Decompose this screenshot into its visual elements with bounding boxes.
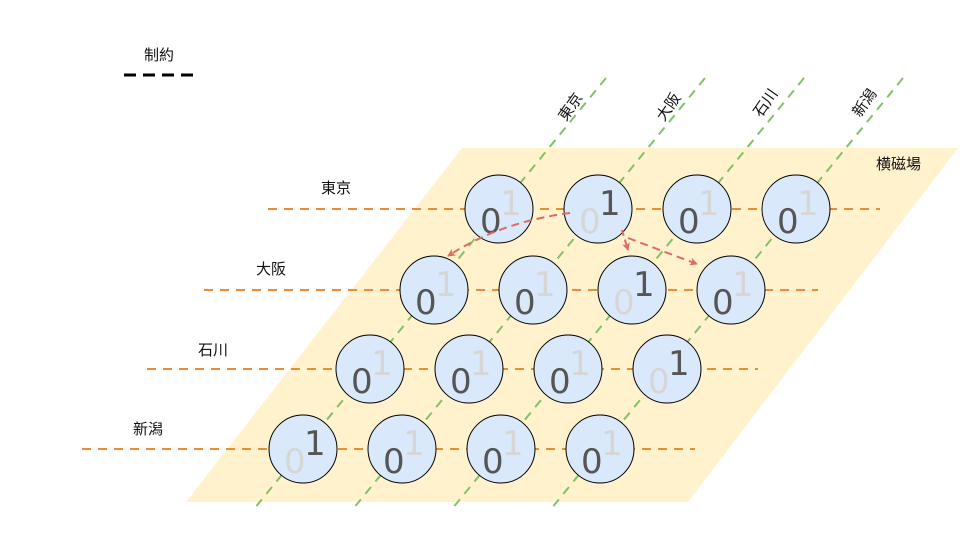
qubit-circle bbox=[662, 174, 732, 244]
qubit-node: 01 bbox=[597, 255, 667, 325]
column-label-3: 新潟 bbox=[849, 85, 881, 120]
digit-one: 1 bbox=[698, 184, 720, 224]
row-label-0: 東京 bbox=[321, 179, 351, 197]
qubit-circle bbox=[632, 334, 702, 404]
qubit-circle bbox=[565, 414, 635, 484]
transverse-field-area bbox=[186, 148, 958, 502]
qubit-node: 01 bbox=[464, 174, 534, 244]
qubit-node: 01 bbox=[565, 414, 635, 484]
constraint-arrow-to-osaka-ishikawa bbox=[621, 229, 630, 251]
legend-label: 制約 bbox=[144, 46, 174, 64]
digit-zero: 0 bbox=[514, 283, 536, 323]
qubit-circle bbox=[696, 255, 766, 325]
digit-one: 1 bbox=[403, 424, 425, 464]
digit-one: 1 bbox=[668, 344, 690, 384]
digit-zero: 0 bbox=[482, 442, 504, 482]
digit-zero: 0 bbox=[480, 202, 502, 242]
constraint-arrows bbox=[447, 212, 698, 266]
qubit-circle bbox=[533, 334, 603, 404]
digit-one: 1 bbox=[732, 265, 754, 305]
qubit-node: 01 bbox=[563, 174, 633, 244]
digit-zero: 0 bbox=[284, 442, 306, 482]
qubit-node: 01 bbox=[761, 174, 831, 244]
row-label-1: 大阪 bbox=[256, 260, 286, 278]
qubit-circle bbox=[498, 255, 568, 325]
qubit-node: 01 bbox=[335, 334, 405, 404]
digit-zero: 0 bbox=[581, 442, 603, 482]
qubit-node: 01 bbox=[696, 255, 766, 325]
digit-one: 1 bbox=[601, 424, 623, 464]
qubit-circle bbox=[563, 174, 633, 244]
qubit-circle bbox=[464, 174, 534, 244]
digit-zero: 0 bbox=[415, 283, 437, 323]
qubit-node: 01 bbox=[399, 255, 469, 325]
digit-zero: 0 bbox=[450, 362, 472, 402]
row-label-2: 石川 bbox=[198, 341, 228, 359]
digit-zero: 0 bbox=[648, 362, 670, 402]
digit-one: 1 bbox=[500, 184, 522, 224]
digit-zero: 0 bbox=[351, 362, 373, 402]
digit-zero: 0 bbox=[777, 202, 799, 242]
digit-one: 1 bbox=[633, 265, 655, 305]
qubit-circle bbox=[335, 334, 405, 404]
digit-zero: 0 bbox=[383, 442, 405, 482]
digit-zero: 0 bbox=[712, 283, 734, 323]
column-label-1: 大阪 bbox=[653, 89, 685, 124]
qubit-node: 01 bbox=[367, 414, 437, 484]
digit-one: 1 bbox=[502, 424, 524, 464]
qubit-node: 01 bbox=[268, 414, 338, 484]
digit-one: 1 bbox=[534, 265, 556, 305]
digit-one: 1 bbox=[470, 344, 492, 384]
qubit-circle bbox=[434, 334, 504, 404]
constraint-arrow-to-osaka-tokyo bbox=[447, 212, 571, 257]
constraint-arrow-to-osaka-niigata bbox=[627, 237, 698, 266]
qubit-circle bbox=[268, 414, 338, 484]
digit-zero: 0 bbox=[613, 283, 635, 323]
qubit-node: 01 bbox=[434, 334, 504, 404]
qubit-node: 01 bbox=[662, 174, 732, 244]
qubit-node: 01 bbox=[632, 334, 702, 404]
qubit-circle bbox=[761, 174, 831, 244]
qubit-circle bbox=[466, 414, 536, 484]
digit-zero: 0 bbox=[678, 202, 700, 242]
column-label-2: 石川 bbox=[750, 85, 782, 120]
qubit-node: 01 bbox=[533, 334, 603, 404]
digit-one: 1 bbox=[435, 265, 457, 305]
qubit-circle bbox=[367, 414, 437, 484]
qubit-node: 01 bbox=[466, 414, 536, 484]
qubit-circle bbox=[597, 255, 667, 325]
digit-one: 1 bbox=[599, 184, 621, 224]
digit-one: 1 bbox=[304, 424, 326, 464]
digit-one: 1 bbox=[371, 344, 393, 384]
qubit-node: 01 bbox=[498, 255, 568, 325]
row-label-3: 新潟 bbox=[133, 420, 163, 438]
qubit-circle bbox=[399, 255, 469, 325]
digit-zero: 0 bbox=[549, 362, 571, 402]
digit-one: 1 bbox=[569, 344, 591, 384]
digit-one: 1 bbox=[797, 184, 819, 224]
field-label: 横磁場 bbox=[876, 155, 921, 173]
digit-zero: 0 bbox=[579, 202, 601, 242]
